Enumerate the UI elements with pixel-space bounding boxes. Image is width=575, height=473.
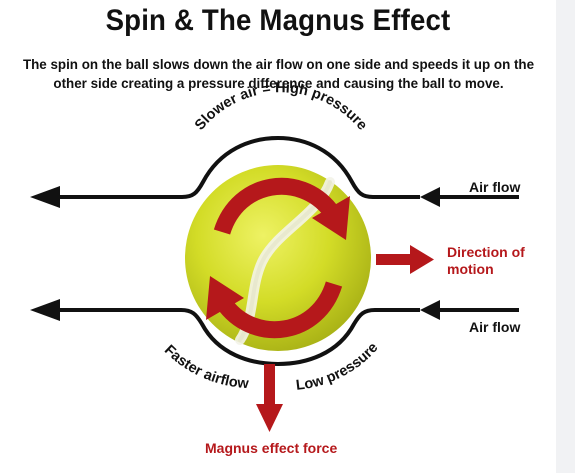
slower-air-label: Slower air = High pressure (192, 80, 370, 133)
airflow-bottom-incoming-arrow (420, 300, 519, 320)
subtitle: The spin on the ball slows down the air … (6, 55, 551, 93)
magnus-effect-force-label: Magnus effect force (205, 440, 338, 456)
air-flow-top-label: Air flow (469, 179, 521, 195)
airflow-bottom-curve (58, 308, 420, 367)
air-flow-bottom-label: Air flow (469, 319, 521, 335)
direction-of-motion-line-1: Direction of (447, 244, 525, 260)
page-title: Spin & The Magnus Effect (105, 4, 451, 37)
faster-airflow-label: Faster airflow (161, 342, 250, 392)
airflow-top-curve (58, 135, 420, 199)
direction-of-motion-arrow (376, 245, 434, 274)
right-side-panel (556, 0, 575, 473)
direction-of-motion-line-2: motion (447, 261, 494, 277)
airflow-bottom-outgoing-arrowhead (30, 299, 60, 321)
magnus-force-arrow (256, 364, 283, 432)
low-pressure-label: Low pressure (295, 340, 381, 394)
direction-of-motion-label: Direction of motion (447, 244, 525, 278)
subtitle-line-1: The spin on the ball slows down the air … (22, 57, 535, 72)
airflow-top-incoming-arrow (420, 187, 519, 207)
subtitle-line-2: other side creating a pressure differenc… (53, 76, 504, 91)
magnus-diagram: Slower air = High pressure Faster airflo… (30, 80, 519, 432)
airflow-top-outgoing-arrowhead (30, 186, 60, 208)
rotation-arrows-icon (206, 177, 350, 339)
